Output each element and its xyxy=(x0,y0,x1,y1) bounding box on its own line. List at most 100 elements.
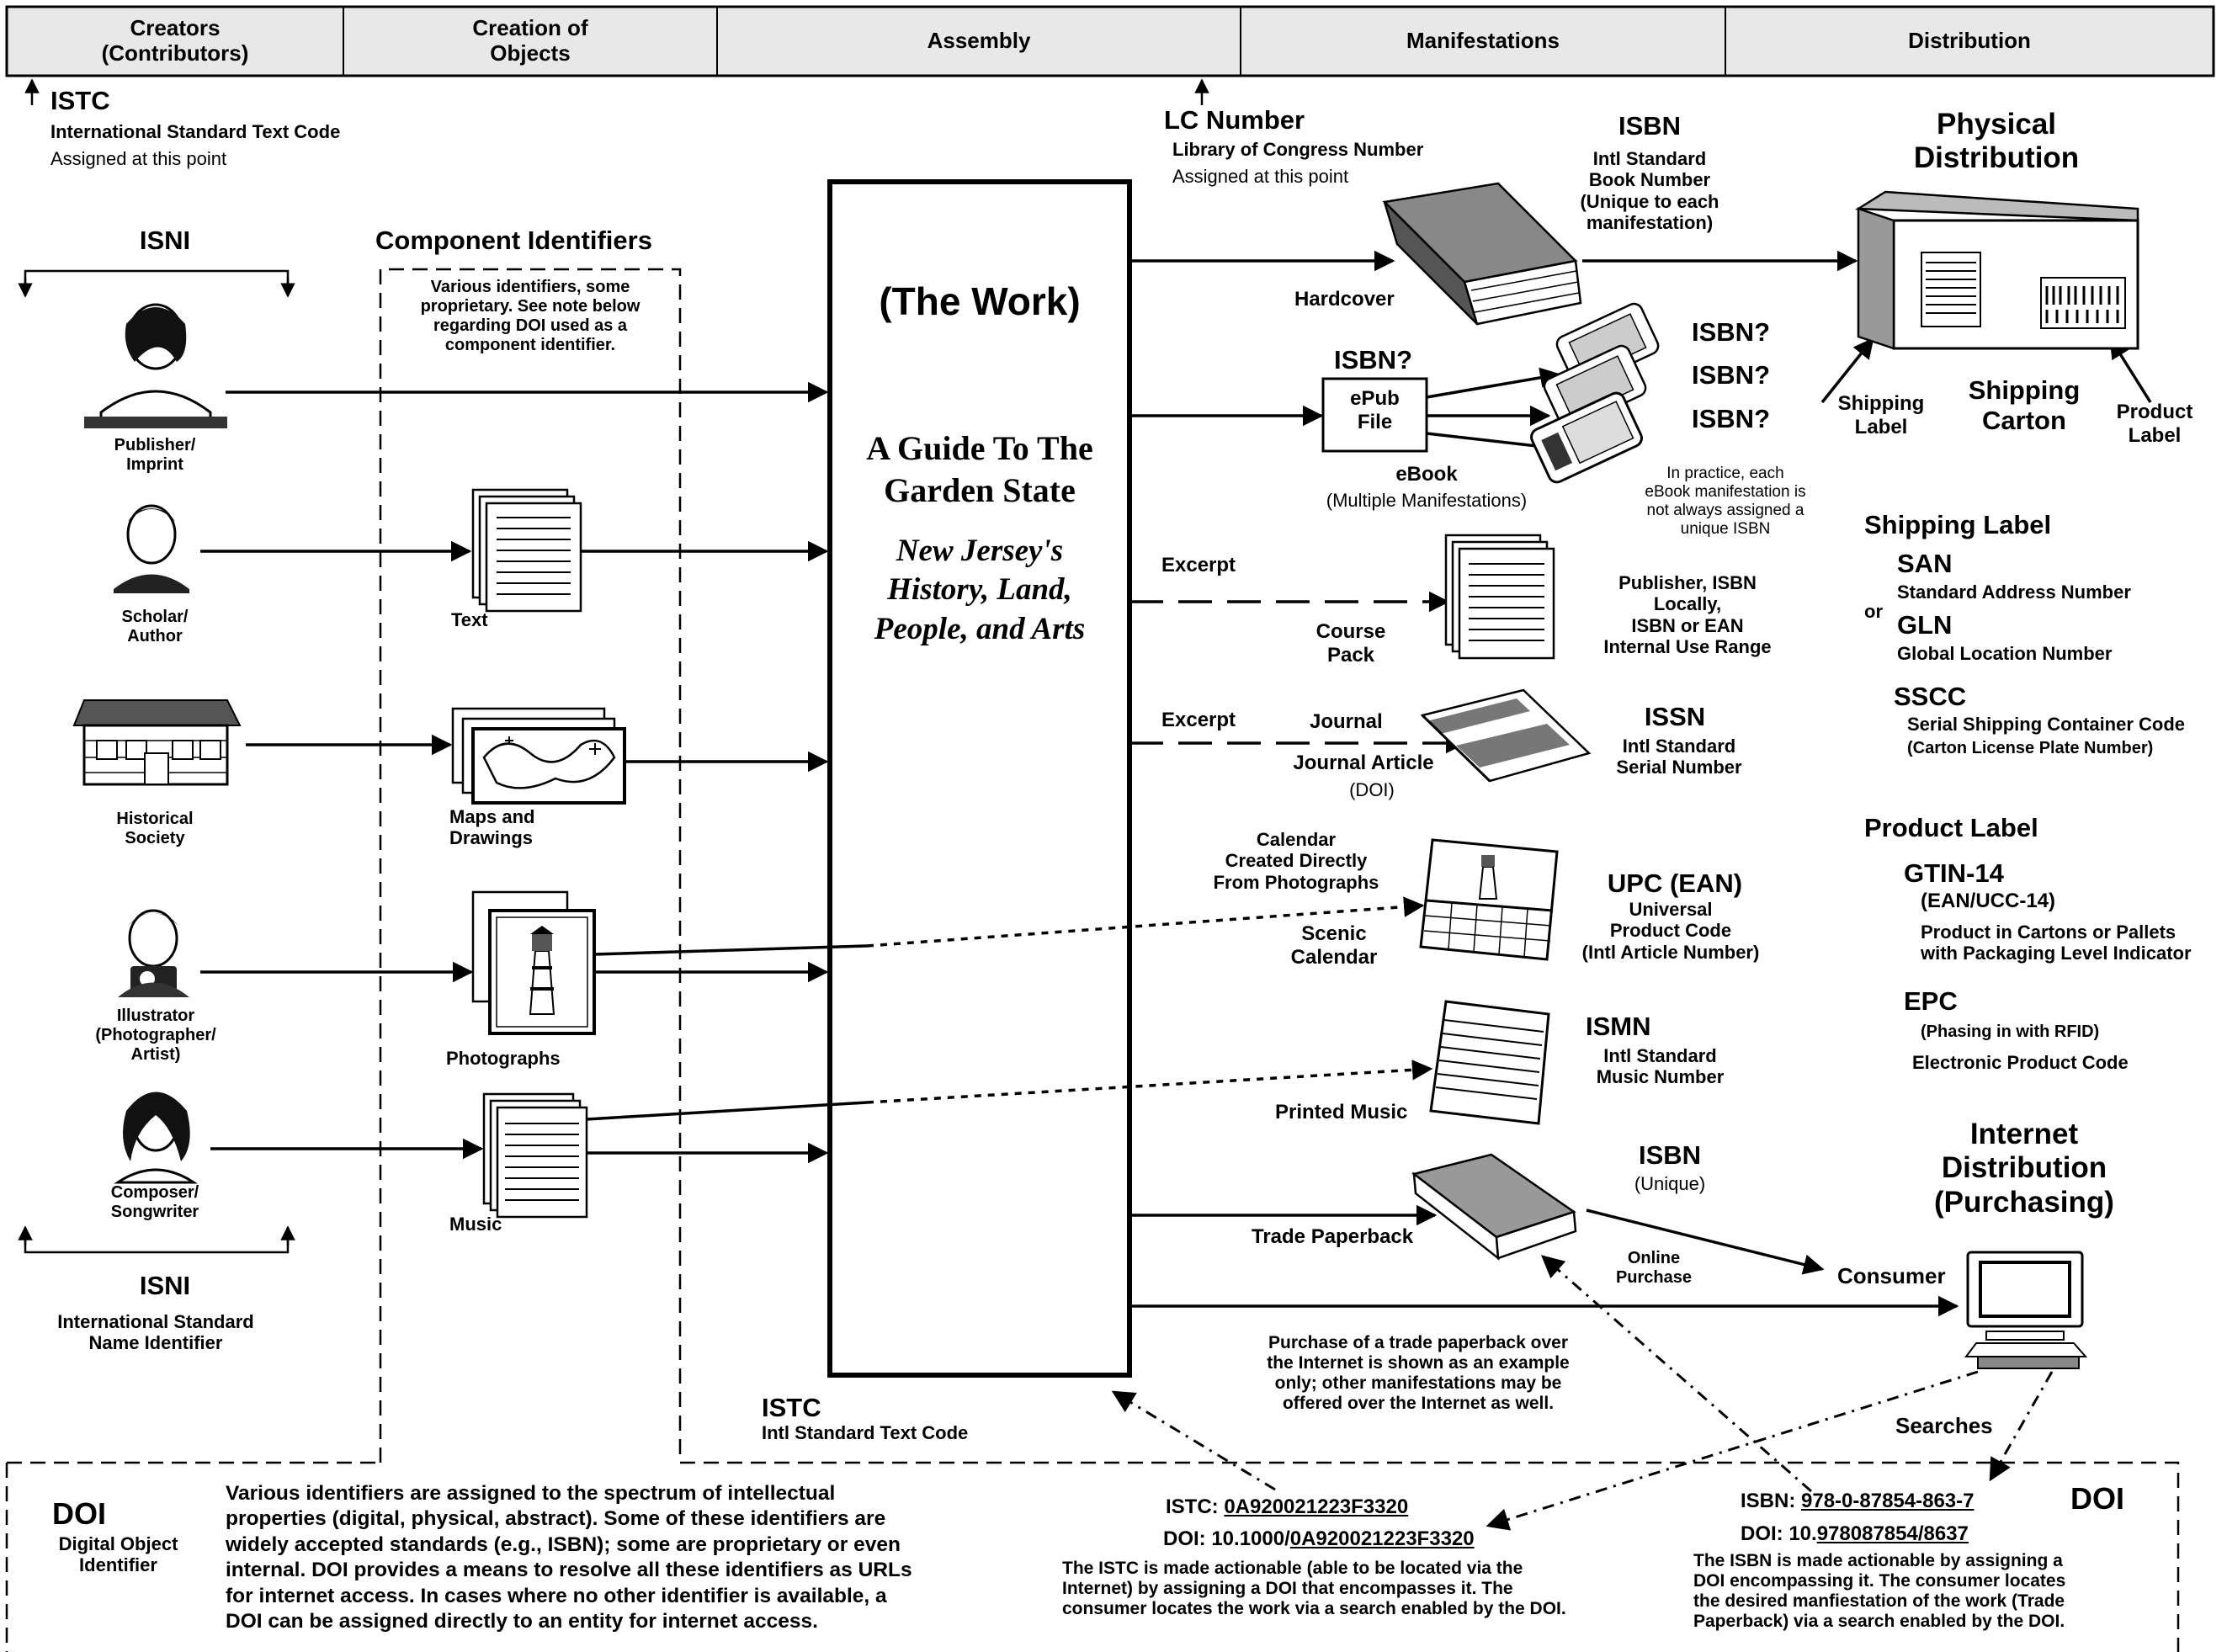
gtin-code: GTIN-14 xyxy=(1904,858,2004,888)
component-identifiers-title: Component Identifiers xyxy=(375,226,652,255)
trade-paperback-icon xyxy=(1411,1153,1577,1261)
course-pack-identifiers: Publisher, ISBN Locally, ISBN or EAN Int… xyxy=(1603,572,1772,657)
component-maps-label: Maps and Drawings xyxy=(449,806,535,849)
lc-code: LC Number xyxy=(1164,105,1305,135)
online-purchase-label: Online Purchase xyxy=(1615,1249,1693,1287)
product-label-caption: Product Label xyxy=(2116,401,2193,447)
doi-istc-value: 0A920021223F3320 xyxy=(1289,1527,1475,1550)
shipping-label-caption: Shipping Label xyxy=(1837,392,1925,438)
epc-desc: Electronic Product Code xyxy=(1912,1052,2129,1073)
work-subtitle: New Jersey's History, Land, People, and … xyxy=(874,534,1086,646)
the-work-box xyxy=(827,179,1132,1378)
issn-code: ISSN xyxy=(1644,702,1706,731)
gtin-desc: Product in Cartons or Pallets with Packa… xyxy=(1921,922,2192,964)
ebook-isbn-question-2: ISBN? xyxy=(1692,360,1770,390)
isni-bottom-code: ISNI xyxy=(139,1271,191,1300)
trade-paperback-label: Trade Paperback xyxy=(1252,1225,1414,1248)
hardcover-label: Hardcover xyxy=(1294,288,1395,311)
course-pack-icon xyxy=(1444,534,1555,660)
printed-music-icon xyxy=(1429,1000,1550,1125)
gtin-sub: (EAN/UCC-14) xyxy=(1921,890,2056,912)
epub-file-box xyxy=(1321,377,1428,453)
scholar-icon xyxy=(114,504,189,593)
journal-doi-label: (DOI) xyxy=(1349,779,1395,800)
ebook-label: eBook xyxy=(1395,463,1458,486)
istc-doi-value: 0A920021223F3320 xyxy=(1224,1495,1409,1518)
calendar-note: Calendar Created Directly From Photograp… xyxy=(1213,829,1379,893)
ebook-sub-label: (Multiple Manifestations) xyxy=(1326,490,1528,511)
isbn-book-code: ISBN xyxy=(1618,111,1682,141)
ismn-code: ISMN xyxy=(1586,1012,1651,1041)
hardcover-book-icon xyxy=(1382,182,1582,326)
computer-icon xyxy=(1964,1251,2088,1369)
composer-icon xyxy=(114,1092,198,1184)
sscc-sub: (Carton License Plate Number) xyxy=(1907,739,2154,757)
doi-isbn-line: DOI: 10.978087854/8637 xyxy=(1741,1522,1969,1546)
photographs-icon xyxy=(471,890,596,1035)
istc-bottom-code: ISTC xyxy=(762,1393,821,1422)
doi-box-border xyxy=(5,1461,2180,1652)
physical-distribution-title: Physical Distribution xyxy=(1913,108,2080,175)
sscc-desc: Serial Shipping Container Code xyxy=(1907,714,2186,735)
epc-code: EPC xyxy=(1904,986,1958,1016)
istc-doi-note: The ISTC is made actionable (able to be … xyxy=(1062,1559,1566,1619)
header-creation: Creation of Objects xyxy=(472,15,588,66)
epub-isbn-question: ISBN? xyxy=(1334,345,1412,374)
creator-illustrator-label: Illustrator (Photographer/ Artist) xyxy=(95,1007,216,1064)
ismn-desc: Intl Standard Music Number xyxy=(1596,1045,1725,1088)
header-manifestations: Manifestations xyxy=(1406,28,1560,54)
shipping-carton-caption: Shipping Carton xyxy=(1968,375,2081,435)
doi-isbn-prefix: DOI: 10. xyxy=(1741,1522,1817,1545)
shipping-carton-icon xyxy=(1854,190,2139,350)
work-title: A Guide To The Garden State xyxy=(866,429,1093,509)
issn-desc: Intl Standard Serial Number xyxy=(1616,736,1742,778)
sscc-code: SSCC xyxy=(1894,682,1967,711)
gln-code: GLN xyxy=(1897,610,1953,640)
scenic-calendar-label: Scenic Calendar xyxy=(1290,922,1378,969)
journal-icon xyxy=(1420,688,1592,783)
text-document-icon xyxy=(471,488,582,613)
istc-bottom-name: Intl Standard Text Code xyxy=(762,1422,969,1443)
doi-name: Digital Object Identifier xyxy=(58,1533,178,1576)
excerpt-label-2: Excerpt xyxy=(1161,709,1236,731)
doi-code: DOI xyxy=(52,1496,107,1531)
component-text-label: Text xyxy=(451,609,488,630)
isbn-book-desc: Intl Standard Book Number (Unique to eac… xyxy=(1580,148,1719,233)
lc-name: Library of Congress Number xyxy=(1172,139,1424,160)
maps-icon xyxy=(451,707,626,805)
printed-music-label: Printed Music xyxy=(1275,1101,1408,1123)
istc-doi-line: ISTC: 0A920021223F3320 xyxy=(1166,1495,1408,1519)
isni-top-label: ISNI xyxy=(139,226,191,255)
component-music-label: Music xyxy=(449,1214,502,1235)
purchase-note: Purchase of a trade paperback over the I… xyxy=(1267,1333,1570,1414)
creator-publisher-label: Publisher/ Imprint xyxy=(114,436,196,474)
doi-istc-line: DOI: 10.1000/0A920021223F3320 xyxy=(1163,1527,1475,1551)
isni-bottom-bracket xyxy=(24,1229,290,1254)
searches-label: Searches xyxy=(1895,1413,1993,1438)
isbn-unique-desc: (Unique) xyxy=(1634,1173,1706,1194)
isbn-doi-line: ISBN: 978-0-87854-863-7 xyxy=(1741,1490,1975,1513)
isbn-doi-value: 978-0-87854-863-7 xyxy=(1801,1490,1975,1512)
illustrator-icon xyxy=(118,909,189,997)
istc-top-code: ISTC xyxy=(50,86,110,115)
doi-right-code: DOI xyxy=(2070,1481,2125,1516)
component-photographs-label: Photographs xyxy=(446,1048,561,1069)
san-code: SAN xyxy=(1897,549,1953,578)
calendar-icon xyxy=(1419,838,1559,961)
doi-isbn-value: 978087854/8637 xyxy=(1816,1522,1969,1545)
isbn-unique-code: ISBN xyxy=(1638,1140,1702,1170)
doi-explanation: Various identifiers are assigned to the … xyxy=(226,1482,912,1633)
component-identifiers-note: Various identifiers, some proprietary. S… xyxy=(420,278,640,354)
historical-society-icon xyxy=(72,699,242,786)
isbn-doi-label: ISBN: xyxy=(1741,1490,1801,1512)
component-identifiers-box xyxy=(379,268,682,1463)
gln-desc: Global Location Number xyxy=(1897,643,2113,664)
header-creators: Creators (Contributors) xyxy=(101,15,249,66)
isbn-doi-note: The ISBN is made actionable by assigning… xyxy=(1693,1551,2066,1632)
epub-file-label: ePub File xyxy=(1350,387,1400,433)
header-distribution: Distribution xyxy=(1908,28,2031,54)
upc-code: UPC (EAN) xyxy=(1607,868,1743,898)
music-icon xyxy=(482,1092,588,1219)
or-label: or xyxy=(1864,601,1883,622)
